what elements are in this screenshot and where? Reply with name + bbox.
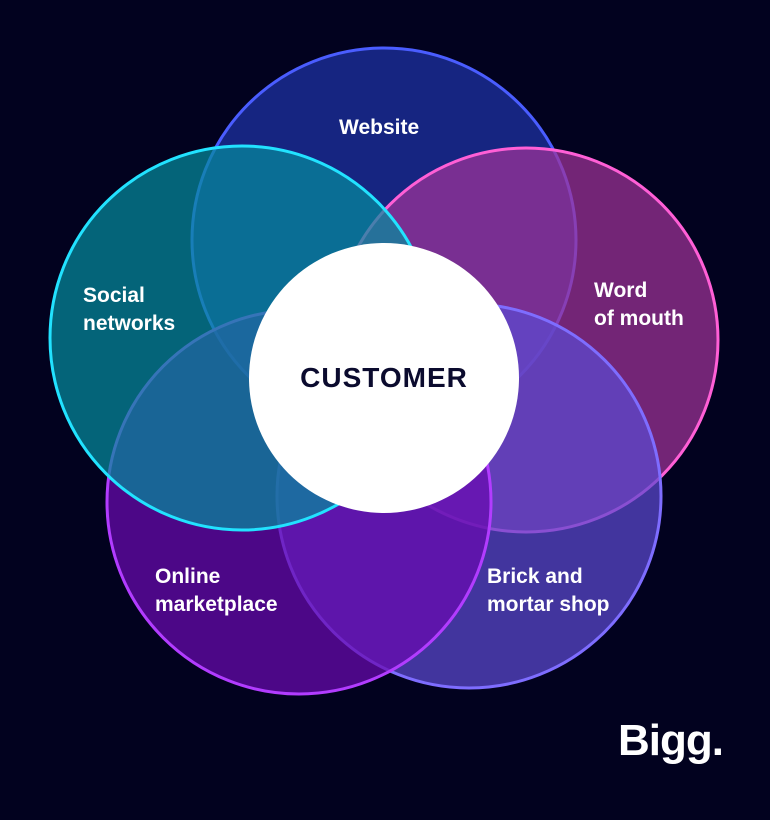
bigg-logo: Bigg. (618, 716, 724, 765)
label-social-networks: Social networks (83, 284, 176, 335)
label-brick-and-mortar: Brick and mortar shop (487, 565, 610, 616)
label-website: Website (339, 116, 420, 139)
customer-center-circle (249, 243, 519, 513)
label-word-of-mouth: Word of mouth (594, 279, 684, 330)
center-label: CUSTOMER (300, 362, 468, 393)
label-online-marketplace: Online marketplace (155, 565, 278, 616)
